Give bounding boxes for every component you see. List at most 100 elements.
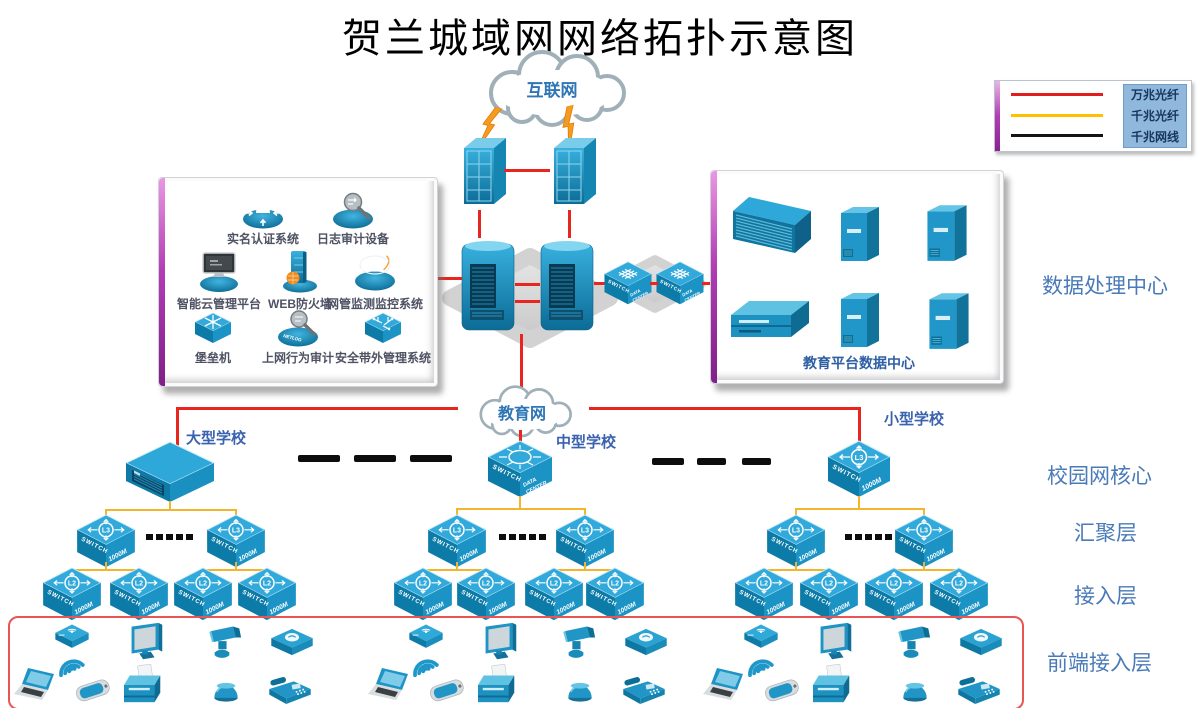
ellipsis-dots	[176, 534, 183, 540]
dome-camera-icon	[206, 668, 246, 706]
l3-switch	[75, 514, 137, 568]
layer-label-access: 接入层	[1074, 585, 1137, 608]
l2-switch	[523, 567, 585, 621]
printer-icon	[122, 664, 168, 706]
frontend-device-group	[368, 620, 678, 706]
printer-icon	[811, 664, 857, 706]
layer-label-datacenter: 数据处理中心	[1042, 275, 1168, 298]
link-line	[584, 508, 586, 516]
ellipsis-dots	[855, 534, 862, 540]
printer-icon	[476, 664, 522, 706]
laptop-icon	[703, 666, 751, 706]
ptz-camera-icon	[554, 622, 598, 662]
datacenter-switch	[654, 261, 706, 305]
education-cloud-label: 教育网	[497, 406, 546, 423]
link-line	[519, 496, 521, 509]
ellipsis-dots	[186, 534, 193, 540]
cloud-mgmt-icon	[197, 251, 241, 295]
ellipsis-dots	[845, 534, 852, 540]
legend-label-1g-fiber: 千兆光纤	[1130, 108, 1179, 123]
l2-switch	[108, 567, 170, 621]
security-item-label: 网管监测监控系统	[326, 297, 424, 311]
link-line	[169, 501, 171, 510]
ellipsis-dash	[742, 458, 771, 465]
link-line	[795, 508, 797, 516]
ellipsis-dots	[865, 534, 872, 540]
l2-switch	[584, 567, 646, 621]
link-line	[923, 562, 925, 570]
ip-phone-icon	[264, 672, 316, 704]
l3-switch	[893, 514, 955, 568]
behavior-audit-icon	[276, 307, 320, 351]
ellipsis-dash	[697, 458, 726, 465]
l2-switch	[392, 567, 454, 621]
school-core-switch	[826, 440, 892, 498]
link-line	[858, 407, 861, 442]
link-line	[456, 508, 586, 510]
core-router	[458, 236, 518, 334]
desktop-pc-icon	[122, 620, 168, 664]
datacenter-switch	[602, 261, 654, 305]
link-line	[589, 407, 861, 410]
link-line	[235, 509, 237, 516]
legend-line-10g-fiber	[1011, 93, 1103, 96]
web-firewall-icon	[278, 250, 322, 294]
laptop-icon	[14, 666, 62, 706]
education-datacenter-box: 教育平台数据中心	[710, 170, 1004, 384]
ellipsis-dots	[156, 534, 163, 540]
network-monitor-icon	[353, 251, 397, 295]
datacenter-box-label: 教育平台数据中心	[803, 355, 915, 371]
legend-label-10g-fiber: 万兆光纤	[1130, 88, 1179, 103]
link-line	[71, 569, 139, 571]
legend-line-1g-fiber	[1011, 114, 1103, 117]
link-line	[177, 407, 458, 410]
panel-accent-strip	[159, 178, 165, 386]
l2-switch	[236, 567, 298, 621]
security-item-label: 日志审计设备	[316, 232, 390, 246]
dome-camera-icon	[560, 668, 600, 706]
link-line	[650, 282, 658, 285]
l2-switch	[798, 567, 860, 621]
oob-mgmt-icon	[361, 309, 405, 353]
ptz-camera-icon	[889, 622, 933, 662]
rack-server	[733, 195, 813, 257]
link-line	[105, 562, 107, 570]
l2-switch	[863, 567, 925, 621]
bastion-host-icon	[191, 309, 235, 353]
dome-camera-icon	[895, 668, 935, 706]
ellipsis-dash	[410, 455, 452, 462]
link-line	[105, 509, 107, 516]
school-core-switch	[486, 440, 554, 498]
link-line	[504, 169, 550, 172]
smartphone-icon	[759, 674, 805, 704]
desktop-pc-icon	[476, 620, 522, 664]
l3-switch	[205, 514, 267, 568]
link-line	[702, 282, 712, 285]
security-item-label: 智能云管理平台	[176, 297, 262, 311]
l3-switch	[765, 514, 827, 568]
smartphone-icon	[70, 674, 116, 704]
tower-server	[835, 285, 885, 351]
link-line	[520, 334, 523, 388]
layer-label-aggregation: 汇聚层	[1074, 522, 1137, 545]
security-item-label: 堡垒机	[194, 351, 232, 365]
frontend-access-box	[8, 616, 1024, 708]
campus-core-switch	[124, 440, 216, 504]
ptz-camera-icon	[200, 622, 244, 662]
ip-phone-icon	[618, 672, 670, 704]
firewall	[458, 134, 508, 212]
security-item-label: 安全带外管理系统	[334, 351, 432, 365]
l2-switch	[172, 567, 234, 621]
log-audit-icon	[331, 189, 375, 233]
ellipsis-dots	[499, 534, 506, 540]
school-label-large: 大型学校	[186, 430, 247, 447]
ellipsis-dots	[885, 534, 892, 540]
desktop-pc-icon	[811, 620, 857, 664]
l3-switch	[554, 514, 616, 568]
link-line	[795, 562, 797, 570]
link-line	[202, 569, 267, 571]
link-line	[568, 210, 571, 238]
internet-cloud-label: 互联网	[526, 81, 578, 100]
tower-server	[923, 285, 975, 353]
